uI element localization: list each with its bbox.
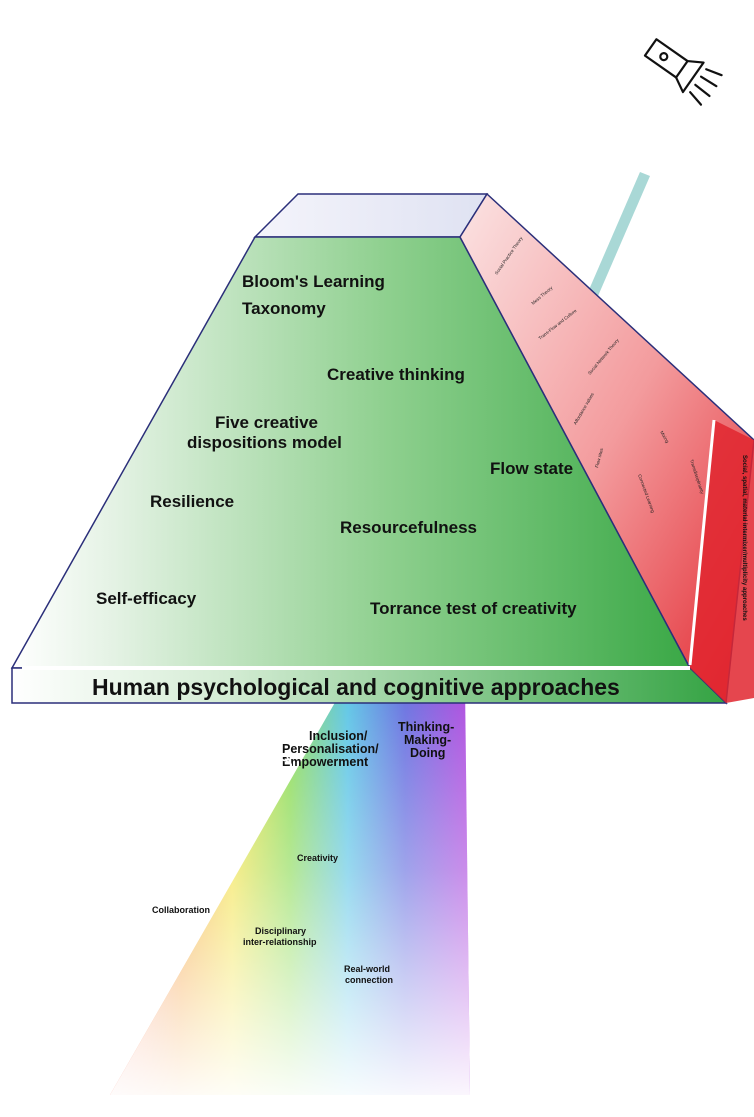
beam-label-inclusion-3: Empowerment [282,755,369,769]
label-blooms-line1: Bloom's Learning [242,272,385,291]
beam-label-thinking-3: Doing [410,746,445,760]
base-label: Human psychological and cognitive approa… [92,674,620,700]
beam-label-inclusion-2: Personalisation/ [282,742,379,756]
flashlight-icon [643,38,723,106]
label-flow-state: Flow state [490,459,573,478]
beam-label-inclusion-1: Inclusion/ [309,729,368,743]
pyramid-top [253,193,489,238]
label-torrance: Torrance test of creativity [370,599,577,618]
label-five-creative-line2: dispositions model [187,433,342,452]
beam-label-creativity: Creativity [297,853,338,863]
rainbow-beam [110,685,470,1095]
beam-label-disciplinary-1: Disciplinary [255,926,306,936]
label-resourcefulness: Resourcefulness [340,518,477,537]
beam-label-collaboration: Collaboration [152,905,210,915]
beam-label-thinking-2: Making- [404,733,451,747]
beam-label-disciplinary-2: inter-relationship [243,937,317,947]
side-base-label: Social, spatial, material intermixer/mul… [741,455,747,621]
beam-label-realworld-1: Real-world [344,964,390,974]
beam-label-realworld-2: connection [345,975,393,985]
label-five-creative-line1: Five creative [215,413,318,432]
beam-label-thinking-1: Thinking- [398,720,454,734]
side-divider [688,419,716,666]
light-beam [588,172,650,296]
side-label-mixing: Mixing [659,430,670,444]
pyramid-base-side [690,420,754,703]
label-creative-thinking: Creative thinking [327,365,465,384]
side-label-flow-sites: Flow sites [594,447,604,468]
label-blooms-line2: Taxonomy [242,299,326,318]
label-self-efficacy: Self-efficacy [96,589,197,608]
label-resilience: Resilience [150,492,234,511]
